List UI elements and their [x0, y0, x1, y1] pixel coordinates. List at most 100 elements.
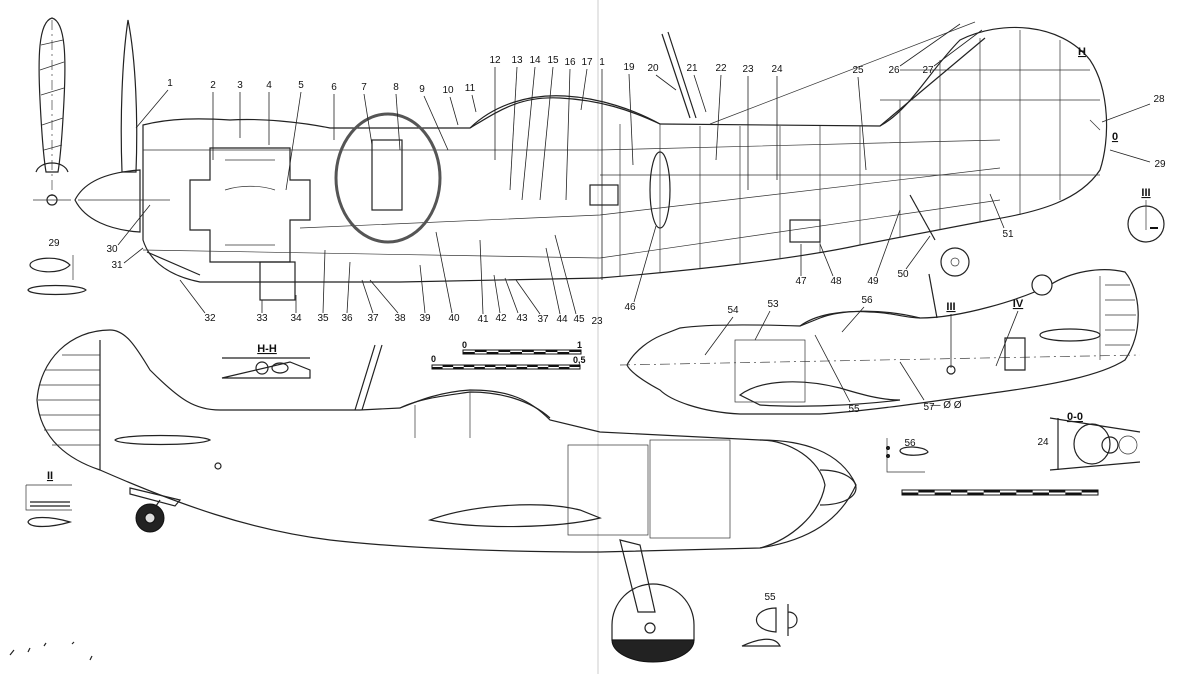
svg-text:0: 0: [1112, 131, 1118, 143]
scale-segment: [1065, 492, 1082, 495]
svg-text:37: 37: [367, 313, 379, 324]
scale-segment: [902, 492, 919, 495]
svg-text:0,5: 0,5: [573, 355, 586, 365]
battery: [789, 219, 821, 243]
svg-text:43: 43: [516, 313, 528, 324]
svg-text:12: 12: [489, 55, 501, 66]
detail-iii: III: [1127, 187, 1165, 243]
scale-segment: [1032, 492, 1049, 495]
svg-text:57: 57: [923, 402, 935, 413]
scale-segment: [983, 490, 1000, 493]
side-profile-view: 53 54 55 56 57 — Ø Ø III IV: [619, 269, 1141, 415]
svg-text:0: 0: [431, 354, 436, 364]
scale-segment: [1049, 490, 1066, 493]
tail-wheel: [940, 247, 970, 277]
detail-56: 56: [886, 438, 929, 473]
svg-text:19: 19: [623, 62, 635, 73]
svg-text:31: 31: [111, 260, 123, 271]
svg-text:15: 15: [547, 55, 559, 66]
svg-text:23: 23: [591, 316, 603, 327]
svg-text:48: 48: [830, 276, 842, 287]
scale-segment: [558, 367, 570, 369]
scale-segment: [463, 352, 475, 354]
scale-segment: [510, 352, 522, 354]
antenna-mast: [661, 31, 697, 119]
svg-text:14: 14: [529, 55, 541, 66]
scale-segment: [442, 365, 454, 367]
svg-text:22: 22: [715, 63, 727, 74]
fin-leading-edge: [879, 37, 986, 127]
fuselage-frames: [600, 30, 1100, 276]
scale-segment: [506, 365, 517, 367]
scale-segment: [516, 367, 528, 369]
svg-text:30: 30: [106, 244, 118, 255]
svg-text:13: 13: [511, 55, 523, 66]
svg-text:— Ø Ø: — Ø Ø: [930, 400, 961, 411]
antenna-wire: [709, 21, 976, 125]
lower-profile-view: [36, 329, 857, 663]
svg-text:0-0: 0-0: [1067, 411, 1083, 423]
svg-text:11: 11: [465, 83, 476, 94]
svg-text:41: 41: [477, 314, 489, 325]
svg-text:IV: IV: [1013, 298, 1024, 310]
section-h-h: H-H: [221, 343, 311, 379]
svg-text:49: 49: [867, 276, 879, 287]
svg-text:33: 33: [256, 313, 268, 324]
scale-segment: [1000, 492, 1017, 495]
svg-text:10: 10: [442, 85, 454, 96]
svg-text:26: 26: [888, 65, 900, 76]
svg-text:50: 50: [897, 269, 909, 280]
svg-text:27: 27: [922, 65, 934, 76]
main-cutaway-view: [74, 19, 1108, 301]
svg-text:45: 45: [573, 314, 585, 325]
scale-segment: [934, 492, 951, 495]
svg-text:III: III: [1141, 187, 1150, 199]
scale-segment: [474, 350, 487, 352]
svg-text:56: 56: [904, 438, 916, 449]
scale-segment: [527, 365, 538, 367]
svg-text:55: 55: [764, 592, 776, 603]
svg-text:17: 17: [581, 57, 593, 68]
propeller-blade-detail: [33, 17, 71, 206]
svg-text:1: 1: [167, 78, 173, 89]
svg-text:39: 39: [419, 313, 431, 324]
scale-segment: [474, 367, 485, 369]
scale-segment: [1016, 490, 1033, 493]
svg-text:51: 51: [1002, 229, 1014, 240]
detail-55: 55: [741, 592, 798, 647]
oil-cooler: [259, 261, 296, 301]
svg-text:1: 1: [599, 57, 605, 68]
svg-text:16: 16: [564, 57, 576, 68]
scale-segment: [537, 367, 549, 369]
main-cutaway-callouts: 1 2 3 4 5 6 7 8 9 10 11 12 13 14 15 16 1…: [135, 23, 1166, 280]
scale-segment: [548, 365, 559, 367]
scale-bar-c: [901, 489, 1099, 496]
scale-segment: [498, 350, 511, 352]
scale-segment: [495, 367, 506, 369]
scale-segment: [486, 352, 499, 354]
svg-text:40: 40: [448, 313, 460, 324]
oxygen-bottle: [649, 151, 671, 229]
scale-segment: [951, 490, 968, 493]
svg-text:4: 4: [266, 80, 272, 91]
svg-text:6: 6: [331, 82, 337, 93]
scale-segment: [967, 492, 984, 495]
svg-text:20: 20: [647, 63, 659, 74]
main-cutaway-callouts-bottom: 30 31 32 33 34 35 36 37 38 39 40 41 42 4…: [106, 193, 1014, 327]
scale-segment: [545, 350, 558, 352]
svg-text:32: 32: [204, 313, 216, 324]
svg-text:8: 8: [393, 82, 399, 93]
svg-text:29: 29: [1154, 159, 1166, 170]
svg-text:29: 29: [48, 238, 60, 249]
svg-text:37: 37: [537, 314, 549, 325]
scale-segment: [569, 365, 580, 367]
highlight-ring: [334, 112, 442, 244]
svg-text:H-H: H-H: [257, 343, 277, 355]
detail-29: 29: [27, 238, 87, 296]
scale-segment: [533, 352, 546, 354]
scan-marks: [9, 641, 93, 661]
svg-text:47: 47: [795, 276, 807, 287]
svg-text:1: 1: [577, 340, 582, 350]
svg-text:42: 42: [495, 313, 507, 324]
svg-text:H: H: [1078, 46, 1086, 58]
